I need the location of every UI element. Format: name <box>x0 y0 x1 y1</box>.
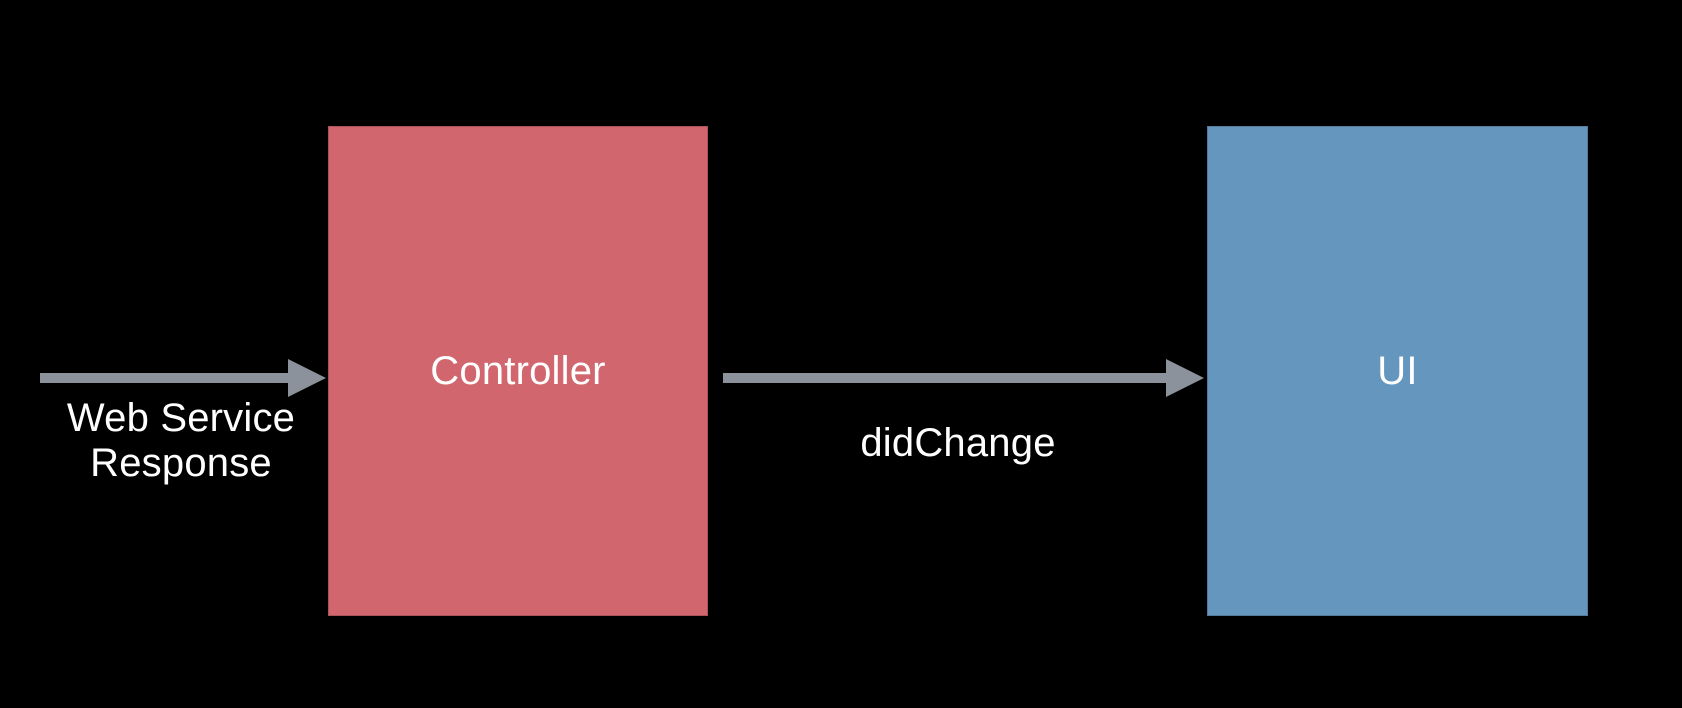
controller-node-box <box>327 125 709 617</box>
didchange-arrow-shaft <box>723 373 1167 383</box>
web-service-arrow-head-icon <box>288 359 326 397</box>
didchange-arrow-head-icon <box>1166 359 1204 397</box>
web-service-arrow-shaft <box>40 373 290 383</box>
ui-node-box <box>1206 125 1589 617</box>
